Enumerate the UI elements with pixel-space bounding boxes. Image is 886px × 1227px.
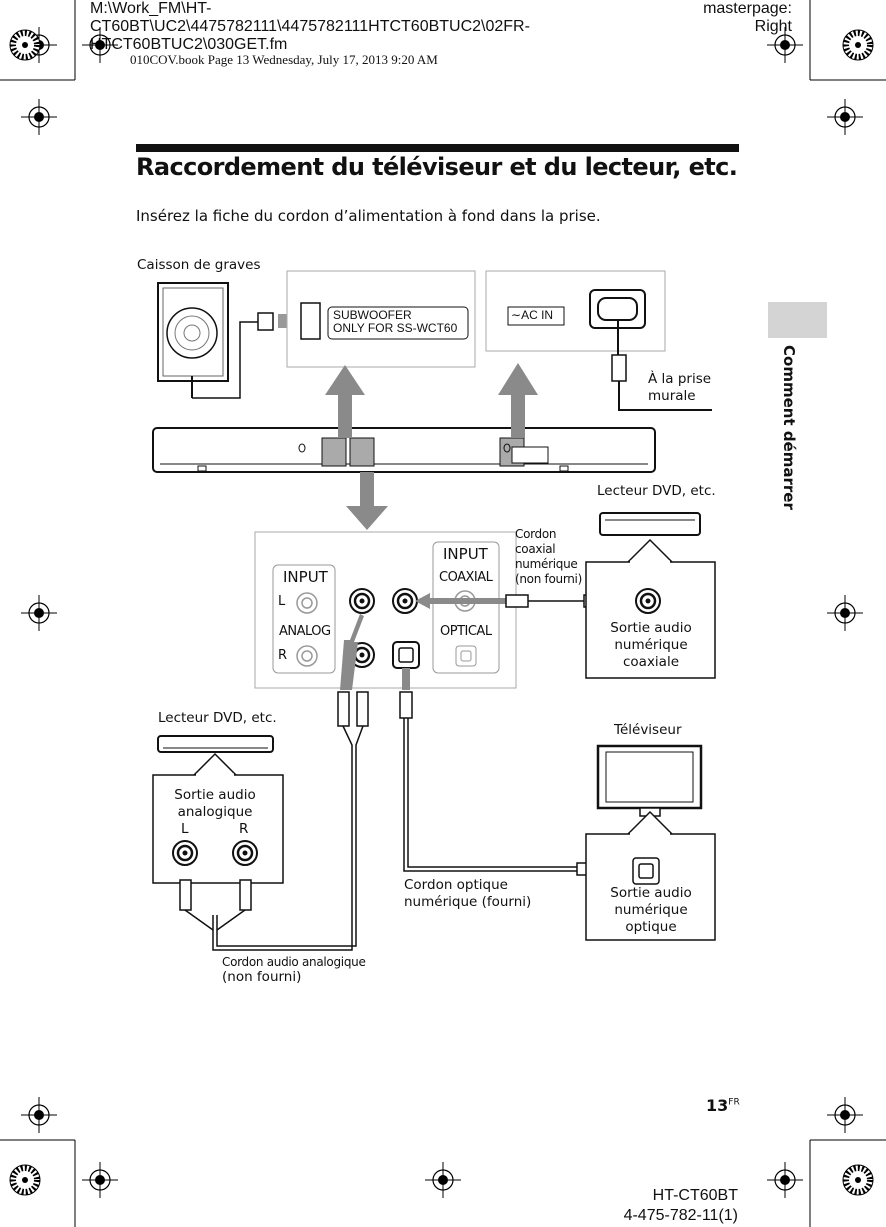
- subwoofer-jack-line1: SUBWOOFER: [333, 308, 412, 322]
- analog-cable-line1: Cordon audio analogique: [222, 955, 366, 969]
- heading-rule: [136, 144, 739, 152]
- file-path: M:\Work_FM\HT-CT60BT\UC2\4475782111\4475…: [90, 0, 530, 53]
- subwoofer-illustration: [157, 282, 300, 399]
- soundbar-illustration: [152, 427, 656, 473]
- coaxial-label: COAXIAL: [439, 570, 493, 585]
- subwoofer-jack-line2: ONLY FOR SS-WCT60: [333, 321, 458, 335]
- input-label-digital: INPUT: [443, 545, 488, 563]
- masterpage-label: masterpage: Right: [703, 0, 792, 35]
- model-name: HT-CT60BT: [652, 1187, 738, 1204]
- book-info: 010COV.book Page 13 Wednesday, July 17, …: [130, 52, 438, 67]
- part-number: 4-475-782-11(1): [623, 1207, 738, 1224]
- dvd-left-label: Lecteur DVD, etc.: [158, 710, 277, 726]
- page-number-digits: 13: [706, 1096, 729, 1115]
- optical-out-label: Sortie audio numérique optique: [610, 885, 692, 935]
- analog-label: ANALOG: [279, 624, 331, 639]
- page-title: Raccordement du téléviseur et du lecteur…: [136, 153, 738, 181]
- out-r-label: R: [239, 821, 249, 837]
- subwoofer-label: Caisson de graves: [137, 257, 261, 273]
- coax-cable-label: Cordon coaxial numérique (non fourni): [515, 527, 582, 586]
- tilde-symbol: ∼: [511, 308, 522, 322]
- wall-outlet-label: À la prise murale: [648, 371, 712, 404]
- ac-in-label: ∼AC IN: [511, 308, 553, 322]
- intro-text: Insérez la fiche du cordon d’alimentatio…: [136, 207, 601, 225]
- optical-cable-label: Cordon optique numérique (fourni): [404, 877, 532, 910]
- page-number: 13FR: [706, 1096, 740, 1115]
- subwoofer-jack-label: SUBWOOFER ONLY FOR SS-WCT60: [333, 309, 457, 335]
- l-label: L: [278, 594, 286, 609]
- connection-arrows: [325, 363, 538, 530]
- r-label: R: [278, 648, 288, 663]
- tv-label: Téléviseur: [614, 722, 682, 738]
- side-tab-label: Comment démarrer: [780, 345, 798, 510]
- dvd-top-label: Lecteur DVD, etc.: [597, 483, 716, 499]
- coax-out-label: Sortie audio numérique coaxiale: [610, 620, 692, 670]
- input-label-analog: INPUT: [283, 568, 328, 586]
- optical-label: OPTICAL: [440, 624, 492, 639]
- analog-out-label: Sortie audio analogique: [174, 787, 256, 820]
- ac-in-text: AC IN: [521, 308, 554, 322]
- analog-cable-label: Cordon audio analogique (non fourni): [222, 955, 366, 985]
- page-suffix: FR: [728, 1097, 740, 1108]
- analog-cable-line2: (non fourni): [222, 969, 302, 985]
- out-l-label: L: [181, 821, 189, 837]
- side-tab-marker: [768, 302, 827, 338]
